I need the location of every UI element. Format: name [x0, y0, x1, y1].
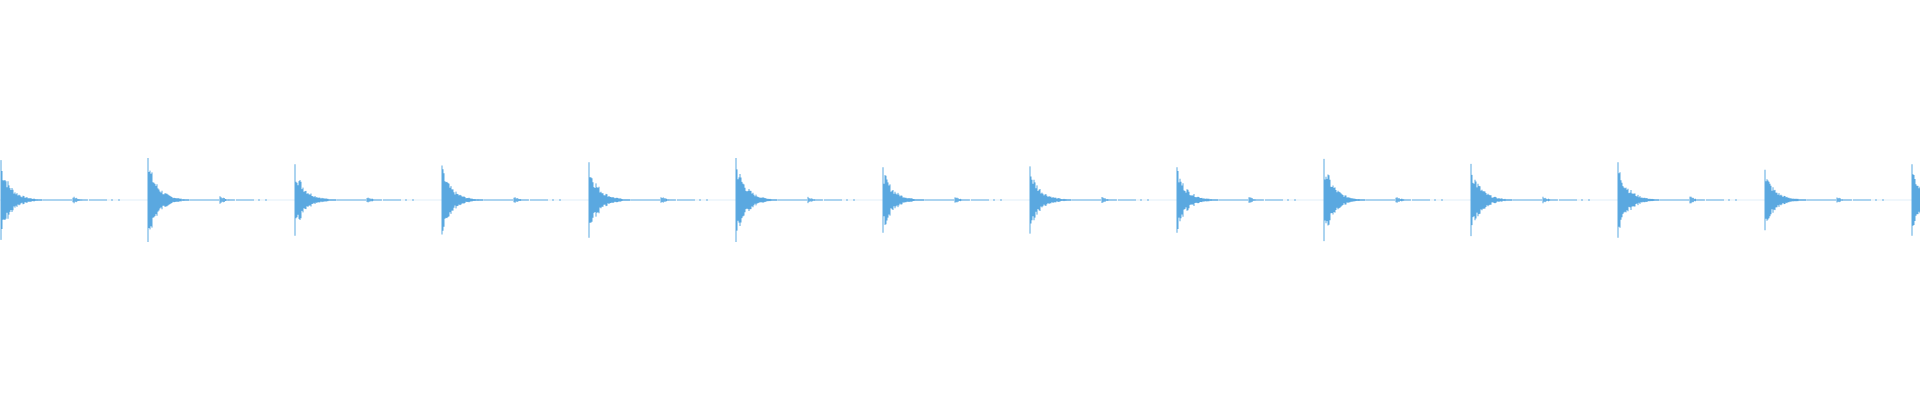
waveform-hit-path	[0, 160, 120, 240]
waveform-hit-path	[1911, 164, 1920, 236]
waveform-hit-path	[441, 165, 561, 235]
waveform-hit-path	[1323, 158, 1443, 242]
waveform-hit-path	[1617, 162, 1737, 238]
waveform-hit-path	[294, 164, 414, 236]
waveform-hit-path	[147, 158, 267, 242]
waveform-hit-path	[1470, 163, 1590, 237]
waveform-hit-path	[735, 158, 855, 242]
waveform-hit	[294, 164, 414, 236]
waveform-hits	[0, 158, 1920, 242]
waveform-hit	[441, 165, 561, 235]
waveform-hit	[1176, 167, 1296, 233]
waveform-hit-path	[1029, 166, 1149, 234]
waveform-hit-path	[1764, 169, 1884, 231]
waveform-hit	[0, 160, 120, 240]
waveform-hit	[735, 158, 855, 242]
waveform-hit	[1764, 169, 1884, 231]
waveform-hit	[1323, 158, 1443, 242]
waveform-hit	[1911, 164, 1920, 236]
waveform-hit	[588, 162, 708, 238]
waveform-hit	[1470, 163, 1590, 237]
waveform-hit-path	[1176, 167, 1296, 233]
waveform-hit-path	[588, 162, 708, 238]
waveform-hit-path	[882, 167, 1002, 233]
waveform-hit	[882, 167, 1002, 233]
waveform-hit	[147, 158, 267, 242]
waveform-hit	[1029, 166, 1149, 234]
waveform-hit	[1617, 162, 1737, 238]
